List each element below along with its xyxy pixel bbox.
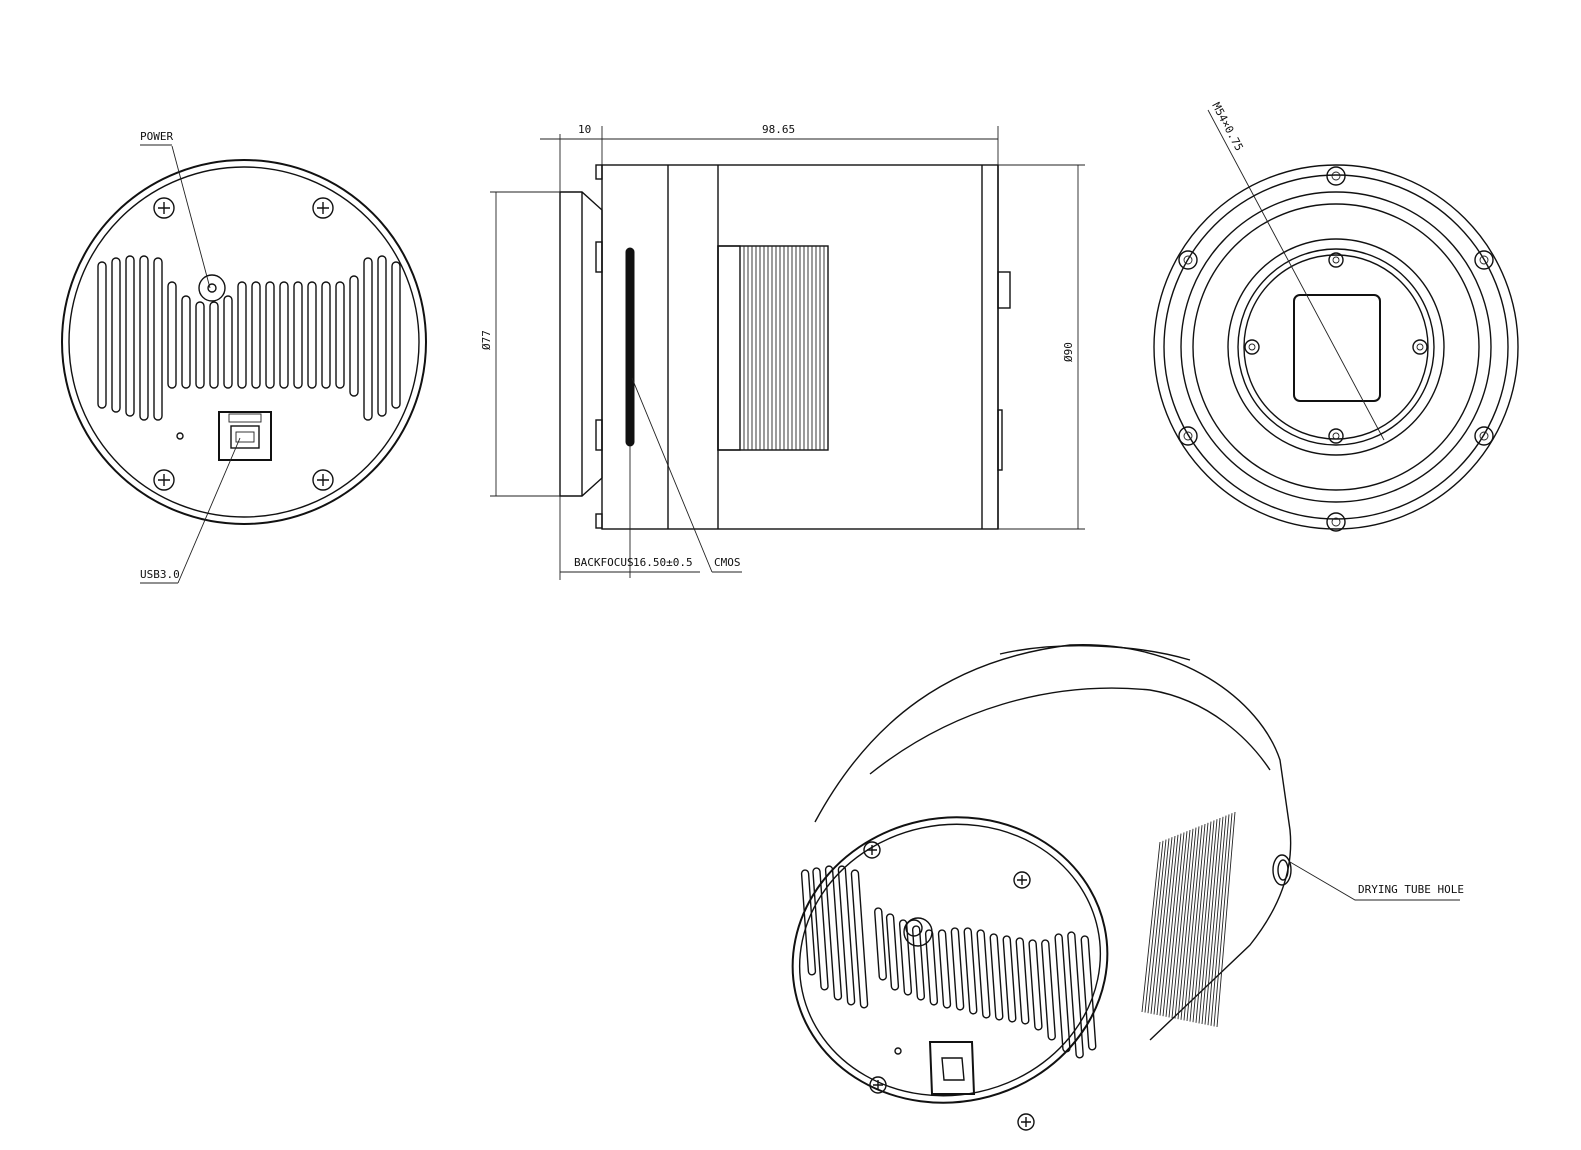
vent-slot-icon (97, 261, 107, 409)
vent-slot-icon (874, 907, 887, 981)
vent-slot-icon (950, 927, 965, 1011)
vent-slot-icon (293, 281, 303, 389)
screw-icon (153, 197, 175, 219)
power-label: POWER (140, 130, 173, 143)
screw-icon (1474, 250, 1494, 270)
screw-icon (1326, 166, 1346, 186)
vent-slot-icon (1041, 939, 1056, 1041)
screw-icon (1178, 250, 1198, 270)
screw-icon (1244, 339, 1260, 355)
screw-icon (153, 469, 175, 491)
vent-slot-icon (1028, 939, 1043, 1031)
vent-slot-icon (800, 869, 817, 976)
screw-icon (312, 197, 334, 219)
screw-icon (1017, 1113, 1035, 1131)
vent-slot-icon (976, 929, 991, 1019)
vent-slot-icon (321, 281, 331, 389)
screw-icon (1328, 428, 1344, 444)
vent-slot-icon (279, 281, 289, 389)
vent-slot-icon (1015, 937, 1030, 1025)
power-port-icon (198, 274, 226, 302)
vent-slot-icon (265, 281, 275, 389)
screw-icon (863, 841, 881, 859)
vent-slots (800, 865, 1097, 1059)
backfocus-value: 16.50±0.5 (633, 556, 693, 569)
usb-b-port-icon (928, 1041, 976, 1095)
vent-slot-icon (223, 295, 233, 389)
heatsink-fins (743, 246, 825, 450)
screw-icon (1013, 871, 1031, 889)
vent-slot-icon (1067, 931, 1084, 1059)
vent-slot-icon (237, 281, 247, 389)
heatsink-fins (1141, 811, 1236, 1028)
vent-slot-icon (837, 865, 856, 1006)
vent-slot-icon (989, 933, 1004, 1021)
vent-slot-icon (937, 929, 952, 1009)
screw-icon (1474, 426, 1494, 446)
screw-icon (312, 469, 334, 491)
cmos-label: CMOS (714, 556, 741, 569)
dim-flange-label: 10 (578, 123, 591, 136)
dim-length-label: 98.65 (762, 123, 795, 136)
vent-slot-icon (209, 301, 219, 389)
vent-slot-icon (349, 275, 359, 397)
vent-slot-icon (812, 867, 829, 991)
isometric-view: DRYING TUBE HOLE (791, 644, 1464, 1131)
screw-icon (1328, 252, 1344, 268)
screw-icon (1178, 426, 1198, 446)
backfocus-label: BACKFOCUS (574, 556, 634, 569)
screw-icon (869, 1076, 887, 1094)
vent-slot-icon (911, 925, 926, 1001)
vent-slot-icon (924, 929, 939, 1006)
vent-slot-icon (963, 927, 978, 1015)
vent-slot-icon (153, 257, 163, 421)
side-view: 10 98.65 Ø77 Ø90 BACKFOCUS 16.50±0.5 CMO… (480, 123, 1085, 580)
vent-slot-icon (251, 281, 261, 389)
vent-slot-icon (181, 295, 191, 389)
vent-slot-icon (1080, 935, 1097, 1051)
vent-slot-icon (377, 255, 387, 417)
drying-tube-hole-label: DRYING TUBE HOLE (1358, 883, 1464, 896)
vent-slots (97, 255, 401, 421)
cmos-sensor (625, 247, 635, 447)
dim-front-diameter-label: Ø77 (480, 330, 493, 350)
vent-slot-icon (111, 257, 121, 413)
usb-b-port-icon (218, 411, 272, 461)
vent-slot-icon (335, 281, 345, 389)
vent-slot-icon (391, 261, 401, 409)
vent-slot-icon (195, 301, 205, 389)
vent-slot-icon (885, 913, 900, 991)
usb-label: USB3.0 (140, 568, 180, 581)
vent-slot-icon (167, 281, 177, 389)
vent-slot-icon (139, 255, 149, 421)
vent-slot-icon (898, 919, 913, 996)
vent-slot-icon (1054, 933, 1071, 1053)
vent-slot-icon (850, 869, 869, 1009)
drying-tube-hole (1272, 854, 1292, 886)
vent-slot-icon (824, 865, 843, 1001)
screw-icon (1412, 339, 1428, 355)
dim-body-diameter-label: Ø90 (1062, 342, 1075, 362)
thread-label: M54×0.75 (1209, 100, 1245, 153)
vent-slot-icon (125, 255, 135, 417)
vent-slot-icon (363, 257, 373, 421)
screw-icon (1326, 512, 1346, 532)
vent-slot-icon (1002, 935, 1017, 1023)
front-view: M54×0.75 (1153, 100, 1519, 532)
rear-view: POWER USB3.0 (61, 130, 427, 584)
power-port-icon (903, 917, 933, 947)
vent-slot-icon (307, 281, 317, 389)
